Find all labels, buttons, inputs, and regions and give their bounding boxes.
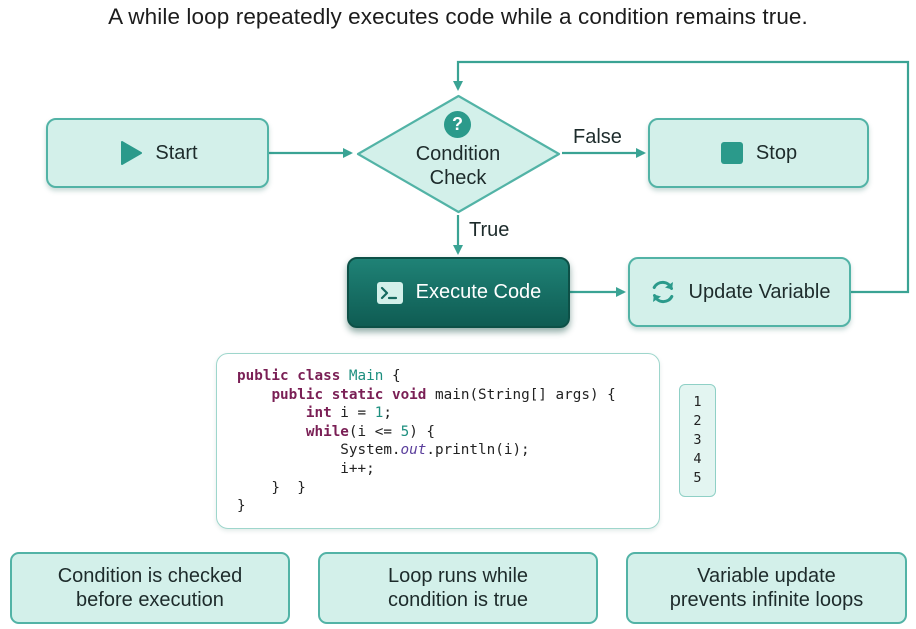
note-2-line2: condition is true [387,589,529,611]
code-line: public static void main(String[] args) { [271,386,616,403]
note-3-line2: prevents infinite loops [669,589,864,611]
stop-icon [720,142,743,164]
terminal-icon [376,281,403,304]
output-line: 2 [693,413,702,429]
note-1-line1: Condition is checked [57,565,243,587]
code-line: while(i <= 5) { [305,423,436,440]
code-snippet-panel: public class Main { public static void m… [216,353,660,529]
console-output: 1 2 3 4 5 [679,384,716,497]
true-edge-label: True [469,219,510,241]
output-line: 1 [693,394,702,410]
execute-code-node: Execute Code [347,257,570,328]
code-line: i++; [237,460,375,477]
update-label: Update Variable [688,280,831,303]
stop-label: Stop [755,141,798,164]
output-line: 4 [693,451,702,467]
note-2-line1: Loop runs while [387,565,529,587]
execute-label: Execute Code [415,281,542,303]
note-3-line1: Variable update [697,565,836,587]
output-line: 3 [693,432,702,448]
note-variable-update: Variable update prevents infinite loops [626,552,907,624]
code-line: System.out.println(i); [237,442,530,459]
note-loop-runs: Loop runs while condition is true [318,552,598,624]
arrow-loop-back [453,60,910,294]
false-edge-label: False [573,126,622,148]
code-line: } [237,498,246,515]
code-line: int i = 1; [305,405,392,422]
diagram-title: A while loop repeatedly executes code wh… [108,4,808,29]
condition-diamond [356,94,561,214]
stop-node: Stop [648,118,869,188]
refresh-icon [652,280,673,304]
start-label: Start [155,141,198,164]
condition-label-line2: Check [429,167,487,189]
note-condition-checked: Condition is checked before execution [10,552,290,624]
start-node: Start [46,118,269,188]
code-line: } } [237,479,306,496]
note-1-line2: before execution [76,589,224,611]
update-variable-node: Update Variable [628,257,851,327]
output-line: 5 [693,470,702,486]
code-snippet: public class Main { public static void m… [237,367,616,516]
play-icon [121,141,143,165]
question-icon: ? [444,111,471,138]
code-line: public class Main { [237,368,401,384]
condition-label: Condition Check [383,142,533,190]
condition-label-line1: Condition [415,143,501,165]
